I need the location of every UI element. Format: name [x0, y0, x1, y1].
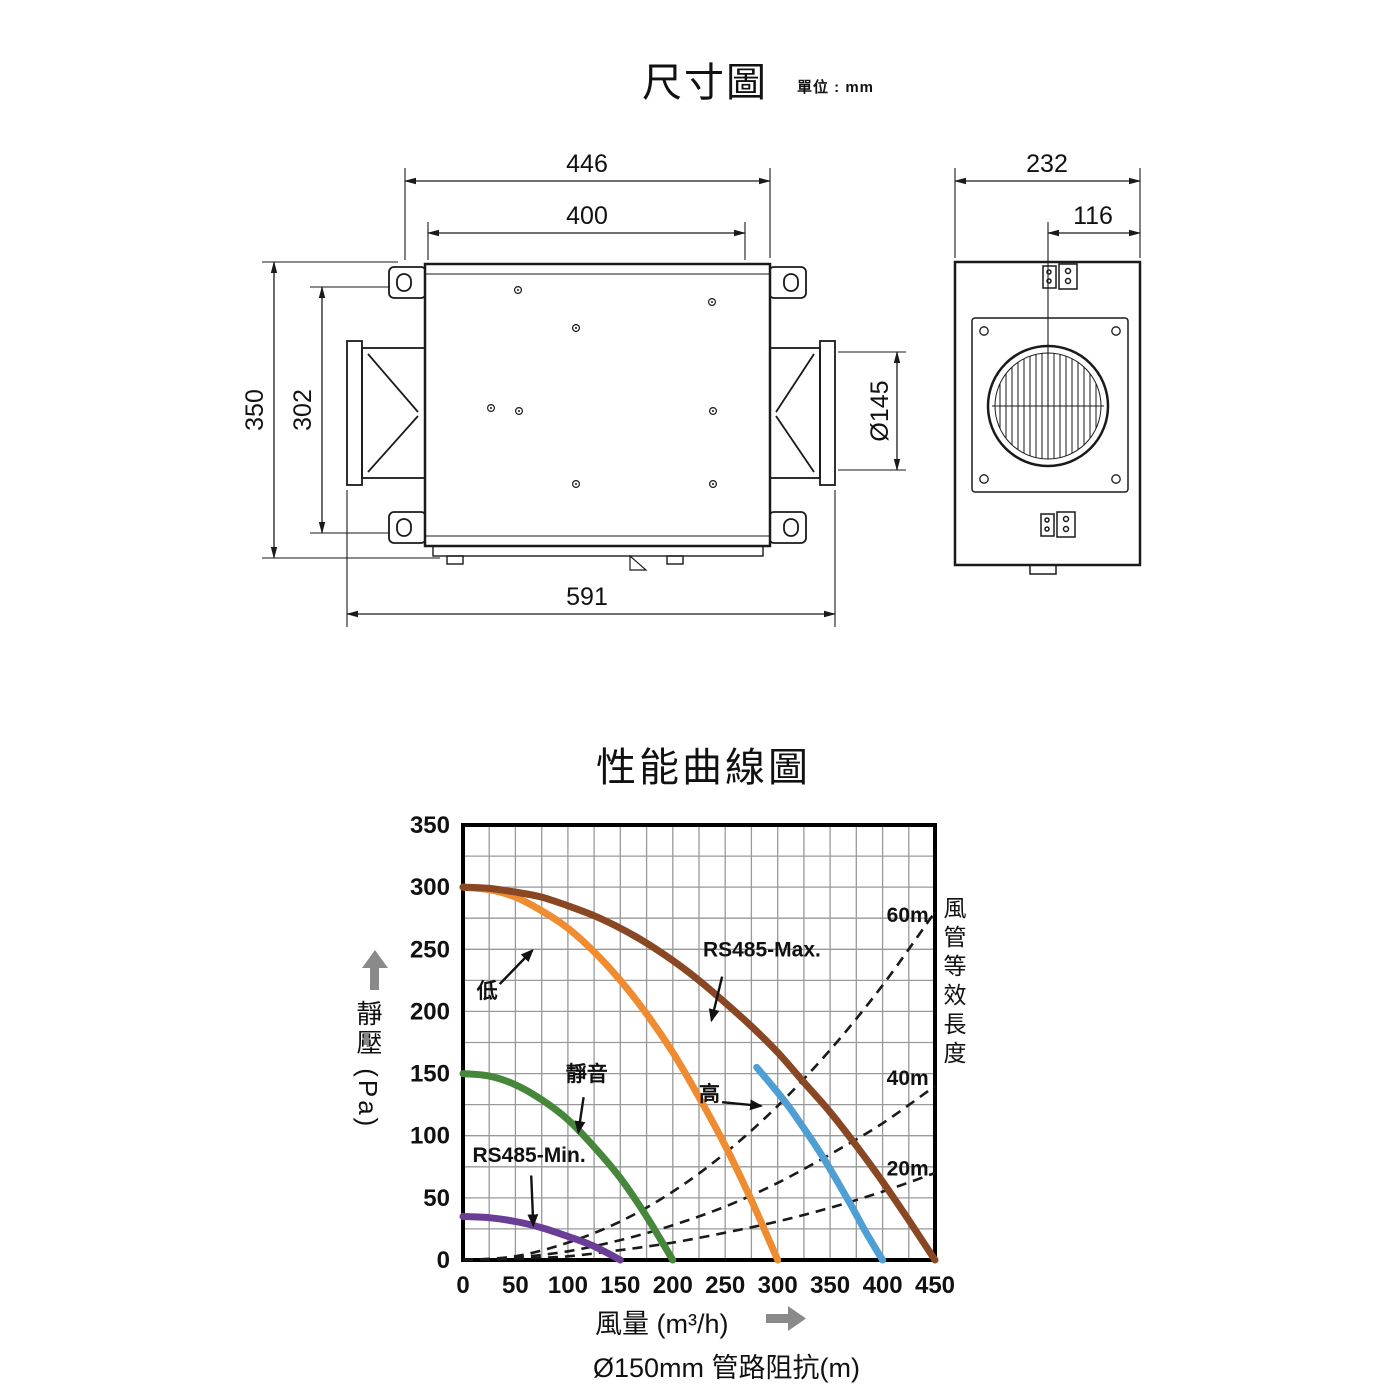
dim-label-116: 116: [1073, 202, 1113, 230]
unit-body: [423, 262, 772, 548]
series-低: [459, 883, 782, 1264]
annotation-60m: 60m: [887, 904, 929, 927]
unit-top-view-drawing: [346, 262, 836, 571]
series-RS485-Max.: [459, 883, 939, 1264]
dim-label-302: 302: [289, 389, 317, 431]
annotation-20m: 20m: [887, 1158, 929, 1181]
annotation-arrow: [574, 1097, 586, 1135]
axis-direction-arrows: [362, 950, 806, 1331]
y-tick-label: 150: [410, 1061, 450, 1088]
dim-label-591: 591: [566, 583, 608, 611]
duct-impedance-label: Ø150mm 管路阻抗(m): [593, 1353, 861, 1383]
x-tick-label: 0: [456, 1272, 469, 1299]
series-20m: [462, 1171, 936, 1262]
y-tick-label: 200: [410, 998, 450, 1025]
y-tick-label: 300: [410, 874, 450, 901]
annotation-高: 高: [699, 1082, 720, 1106]
dim-label-232: 232: [1026, 150, 1068, 178]
terminal-blocks: [1029, 263, 1078, 575]
dimension-section-title: 尺寸圖: [642, 61, 768, 105]
y-tick-label: 50: [423, 1185, 450, 1212]
y-tick-label: 0: [437, 1247, 450, 1274]
annotation-低: 低: [476, 979, 498, 1003]
y-tick-label: 350: [410, 812, 450, 839]
y-tick-label: 100: [410, 1123, 450, 1150]
x-tick-label: 250: [705, 1272, 745, 1299]
left-duct-collar: [346, 340, 426, 486]
plot-border: [461, 823, 937, 1262]
series-60m: [462, 911, 937, 1262]
dimension-annotations: 446 400 350 302 591 Ø145 232: [241, 150, 1141, 627]
x-tick-label: 350: [810, 1272, 850, 1299]
annotation-arrow: [527, 1175, 539, 1228]
annotation-40m: 40m: [887, 1067, 929, 1090]
series-40m: [462, 1084, 936, 1262]
x-tick-label: 150: [600, 1272, 640, 1299]
performance-chart: 0 50 100 150 200 250 300 350 400 450 0 50 100 150 200 2…: [410, 812, 955, 1299]
body-screws: [487, 286, 717, 489]
x-tick-label: 200: [653, 1272, 693, 1299]
dim-label-400: 400: [566, 202, 608, 230]
y-axis-arrow-icon: [362, 950, 388, 990]
x-tick-label: 400: [863, 1272, 903, 1299]
series-靜音: [459, 1070, 677, 1264]
dim-label-duct-diameter: Ø145: [866, 380, 894, 441]
annotation-RS485-Min.: RS485-Min.: [472, 1144, 585, 1167]
performance-section-title: 性能曲線圖: [596, 746, 811, 790]
x-tick-label: 50: [502, 1272, 529, 1299]
annotation-arrow: [498, 948, 534, 985]
unit-label: 單位 : mm: [797, 79, 875, 96]
x-tick-label: 450: [915, 1272, 955, 1299]
dim-label-446: 446: [566, 150, 608, 178]
panel-screws: [979, 326, 1121, 484]
x-axis-arrow-icon: [766, 1306, 806, 1331]
right-axis-label: 風管等效長度: [940, 896, 966, 1070]
unit-base: [432, 545, 764, 557]
annotation-arrow: [708, 976, 724, 1023]
series-高: [753, 1063, 887, 1264]
x-axis-label: 風量 (m³/h): [595, 1309, 729, 1339]
fan-panel: [971, 317, 1129, 493]
series-RS485-Min.: [459, 1213, 624, 1264]
annotation-arrow: [721, 1099, 764, 1111]
y-axis-label: 靜壓 (Pa): [353, 1000, 383, 1130]
x-tick-label: 100: [548, 1272, 588, 1299]
y-tick-label: 250: [410, 936, 450, 963]
annotation-RS485-Max.: RS485-Max.: [703, 939, 821, 962]
x-tick-label: 300: [758, 1272, 798, 1299]
dim-label-350: 350: [241, 389, 269, 431]
right-duct-collar: [769, 340, 836, 486]
annotation-靜音: 靜音: [566, 1062, 608, 1086]
